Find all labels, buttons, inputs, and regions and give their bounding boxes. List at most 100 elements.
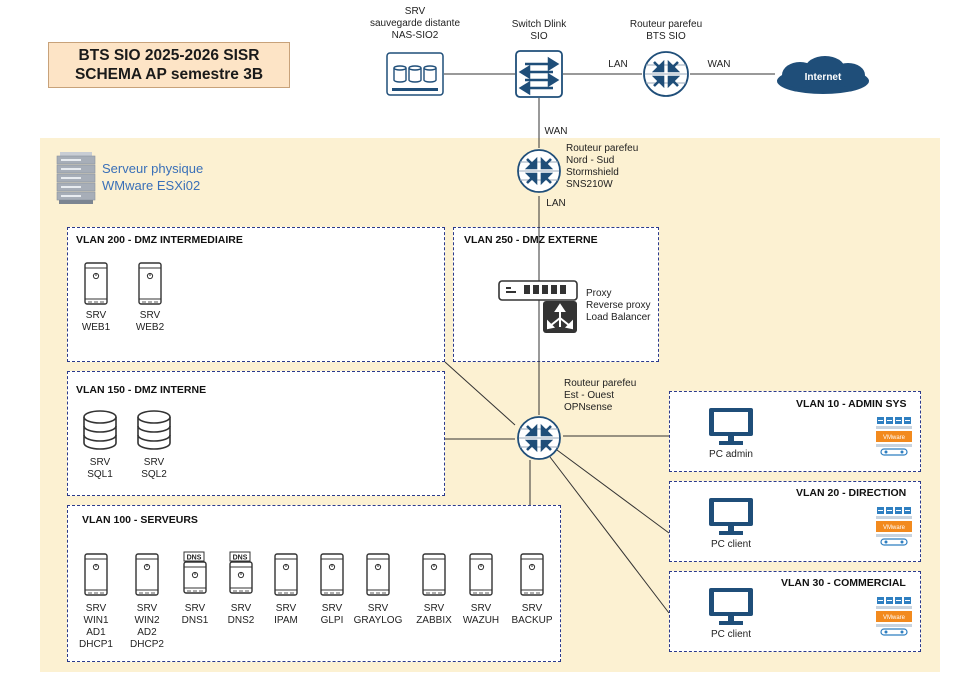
server-icon <box>274 553 298 602</box>
label-line: SRV <box>367 603 389 614</box>
stormshield-label-4: SNS210W <box>566 179 613 190</box>
server-icon: DNS <box>183 551 207 600</box>
label-line: SQL2 <box>141 469 167 480</box>
label-line: GRAYLOG <box>353 615 403 626</box>
label-line: SRV <box>230 603 252 614</box>
stormshield-lan-label: LAN <box>546 198 566 209</box>
svg-text:VMware: VMware <box>883 615 906 621</box>
vlan-10-label: VLAN 10 - ADMIN SYS <box>796 398 907 410</box>
server-icon: DNS <box>229 551 253 600</box>
server-icon <box>366 553 390 602</box>
server-dns2: DNS <box>229 551 253 600</box>
proxy-label: Proxy Reverse proxy Load Balancer <box>586 288 651 324</box>
label-line: BACKUP <box>511 615 553 626</box>
switch-label-1: Switch Dlink <box>511 19 567 30</box>
pc-label-vlan20: PC client <box>710 539 751 550</box>
proxy-icon <box>498 280 578 333</box>
label-line: SRV <box>321 603 343 614</box>
label-line: SRV <box>139 310 161 321</box>
server-icon <box>135 553 159 602</box>
server-icon <box>422 553 446 602</box>
opnsense-label-2: Est - Ouest <box>564 390 615 401</box>
svg-text:DNS: DNS <box>233 555 248 562</box>
vlan-20-label: VLAN 20 - DIRECTION <box>796 487 907 499</box>
label-line: AD2 <box>137 627 157 638</box>
svg-text:VMware: VMware <box>883 435 906 441</box>
label-line: WIN2 <box>134 615 160 626</box>
label-line: SRV <box>184 603 206 614</box>
server-backup <box>520 553 544 602</box>
label-line: SRV <box>85 603 107 614</box>
label-line: WAZUH <box>462 615 500 626</box>
label-line: SRV <box>521 603 543 614</box>
svg-text:DNS: DNS <box>187 555 202 562</box>
vlan-150-label: VLAN 150 - DMZ INTERNE <box>76 384 207 396</box>
db-sql2 <box>136 409 172 456</box>
server-icon <box>136 409 172 456</box>
server-icon <box>138 262 162 311</box>
db-sql1 <box>82 409 118 456</box>
label-line: SRV <box>85 310 107 321</box>
lan-label-top: LAN <box>608 59 628 70</box>
server-win2 <box>135 553 159 602</box>
link-opnsense-vlan20 <box>556 449 670 534</box>
router-opnsense-icon <box>517 416 561 460</box>
label-line: GLPI <box>320 615 344 626</box>
vmware-host-icon-vlan20: VMware <box>875 505 913 552</box>
switch-icon <box>515 50 563 98</box>
server-icon <box>469 553 493 602</box>
label-line: DNS1 <box>181 615 209 626</box>
link-opnsense-vlan200 <box>444 361 516 426</box>
label-line: DHCP1 <box>79 639 113 650</box>
switch-label-2: SIO <box>530 31 548 42</box>
router-bts-icon <box>643 51 689 97</box>
vlan-200-label: VLAN 200 - DMZ INTERMEDIAIRE <box>76 234 243 246</box>
esxi-label: Serveur physique WMware ESXi02 <box>102 160 203 194</box>
stormshield-label-3: Stormshield <box>566 167 619 178</box>
server-icon <box>320 553 344 602</box>
server-web2 <box>138 262 162 311</box>
server-win1 <box>84 553 108 602</box>
label-line: ZABBIX <box>416 615 452 626</box>
server-icon <box>84 262 108 311</box>
svg-text:VMware: VMware <box>883 525 906 531</box>
title-line-1: BTS SIO 2025-2026 SISR <box>78 47 260 64</box>
nas-label: SRV sauvegarde distante NAS-SIO2 <box>360 6 470 42</box>
esxi-label-2: WMware ESXi02 <box>102 178 201 193</box>
label-line: SRV <box>423 603 445 614</box>
vlan-100-label: VLAN 100 - SERVEURS <box>82 514 198 526</box>
vlan-200-box <box>67 227 445 362</box>
diagram-title: BTS SIO 2025-2026 SISR SCHEMA AP semestr… <box>48 42 290 88</box>
pc-icon-vlan10 <box>707 406 755 451</box>
opnsense-label-3: OPNsense <box>564 402 613 413</box>
wan-label-top: WAN <box>707 59 731 70</box>
label-line: WIN1 <box>83 615 109 626</box>
router-bts-label-1: Routeur parefeu <box>629 19 703 30</box>
server-icon <box>84 553 108 602</box>
internet-cloud-icon <box>777 56 869 94</box>
router-bts-label-2: BTS SIO <box>646 31 686 42</box>
vlan-30-label: VLAN 30 - COMMERCIAL <box>781 577 906 589</box>
pc-label-vlan30: PC client <box>710 629 751 640</box>
stormshield-label-2: Nord - Sud <box>566 155 615 166</box>
opnsense-label-1: Routeur parefeu <box>564 378 637 389</box>
server-dns1: DNS <box>183 551 207 600</box>
server-web1 <box>84 262 108 311</box>
proxy-label-3: Load Balancer <box>586 312 651 323</box>
label-line: WEB1 <box>81 322 111 333</box>
server-graylog <box>366 553 390 602</box>
nas-icon <box>386 52 444 96</box>
label-line: IPAM <box>274 615 298 626</box>
server-icon <box>520 553 544 602</box>
